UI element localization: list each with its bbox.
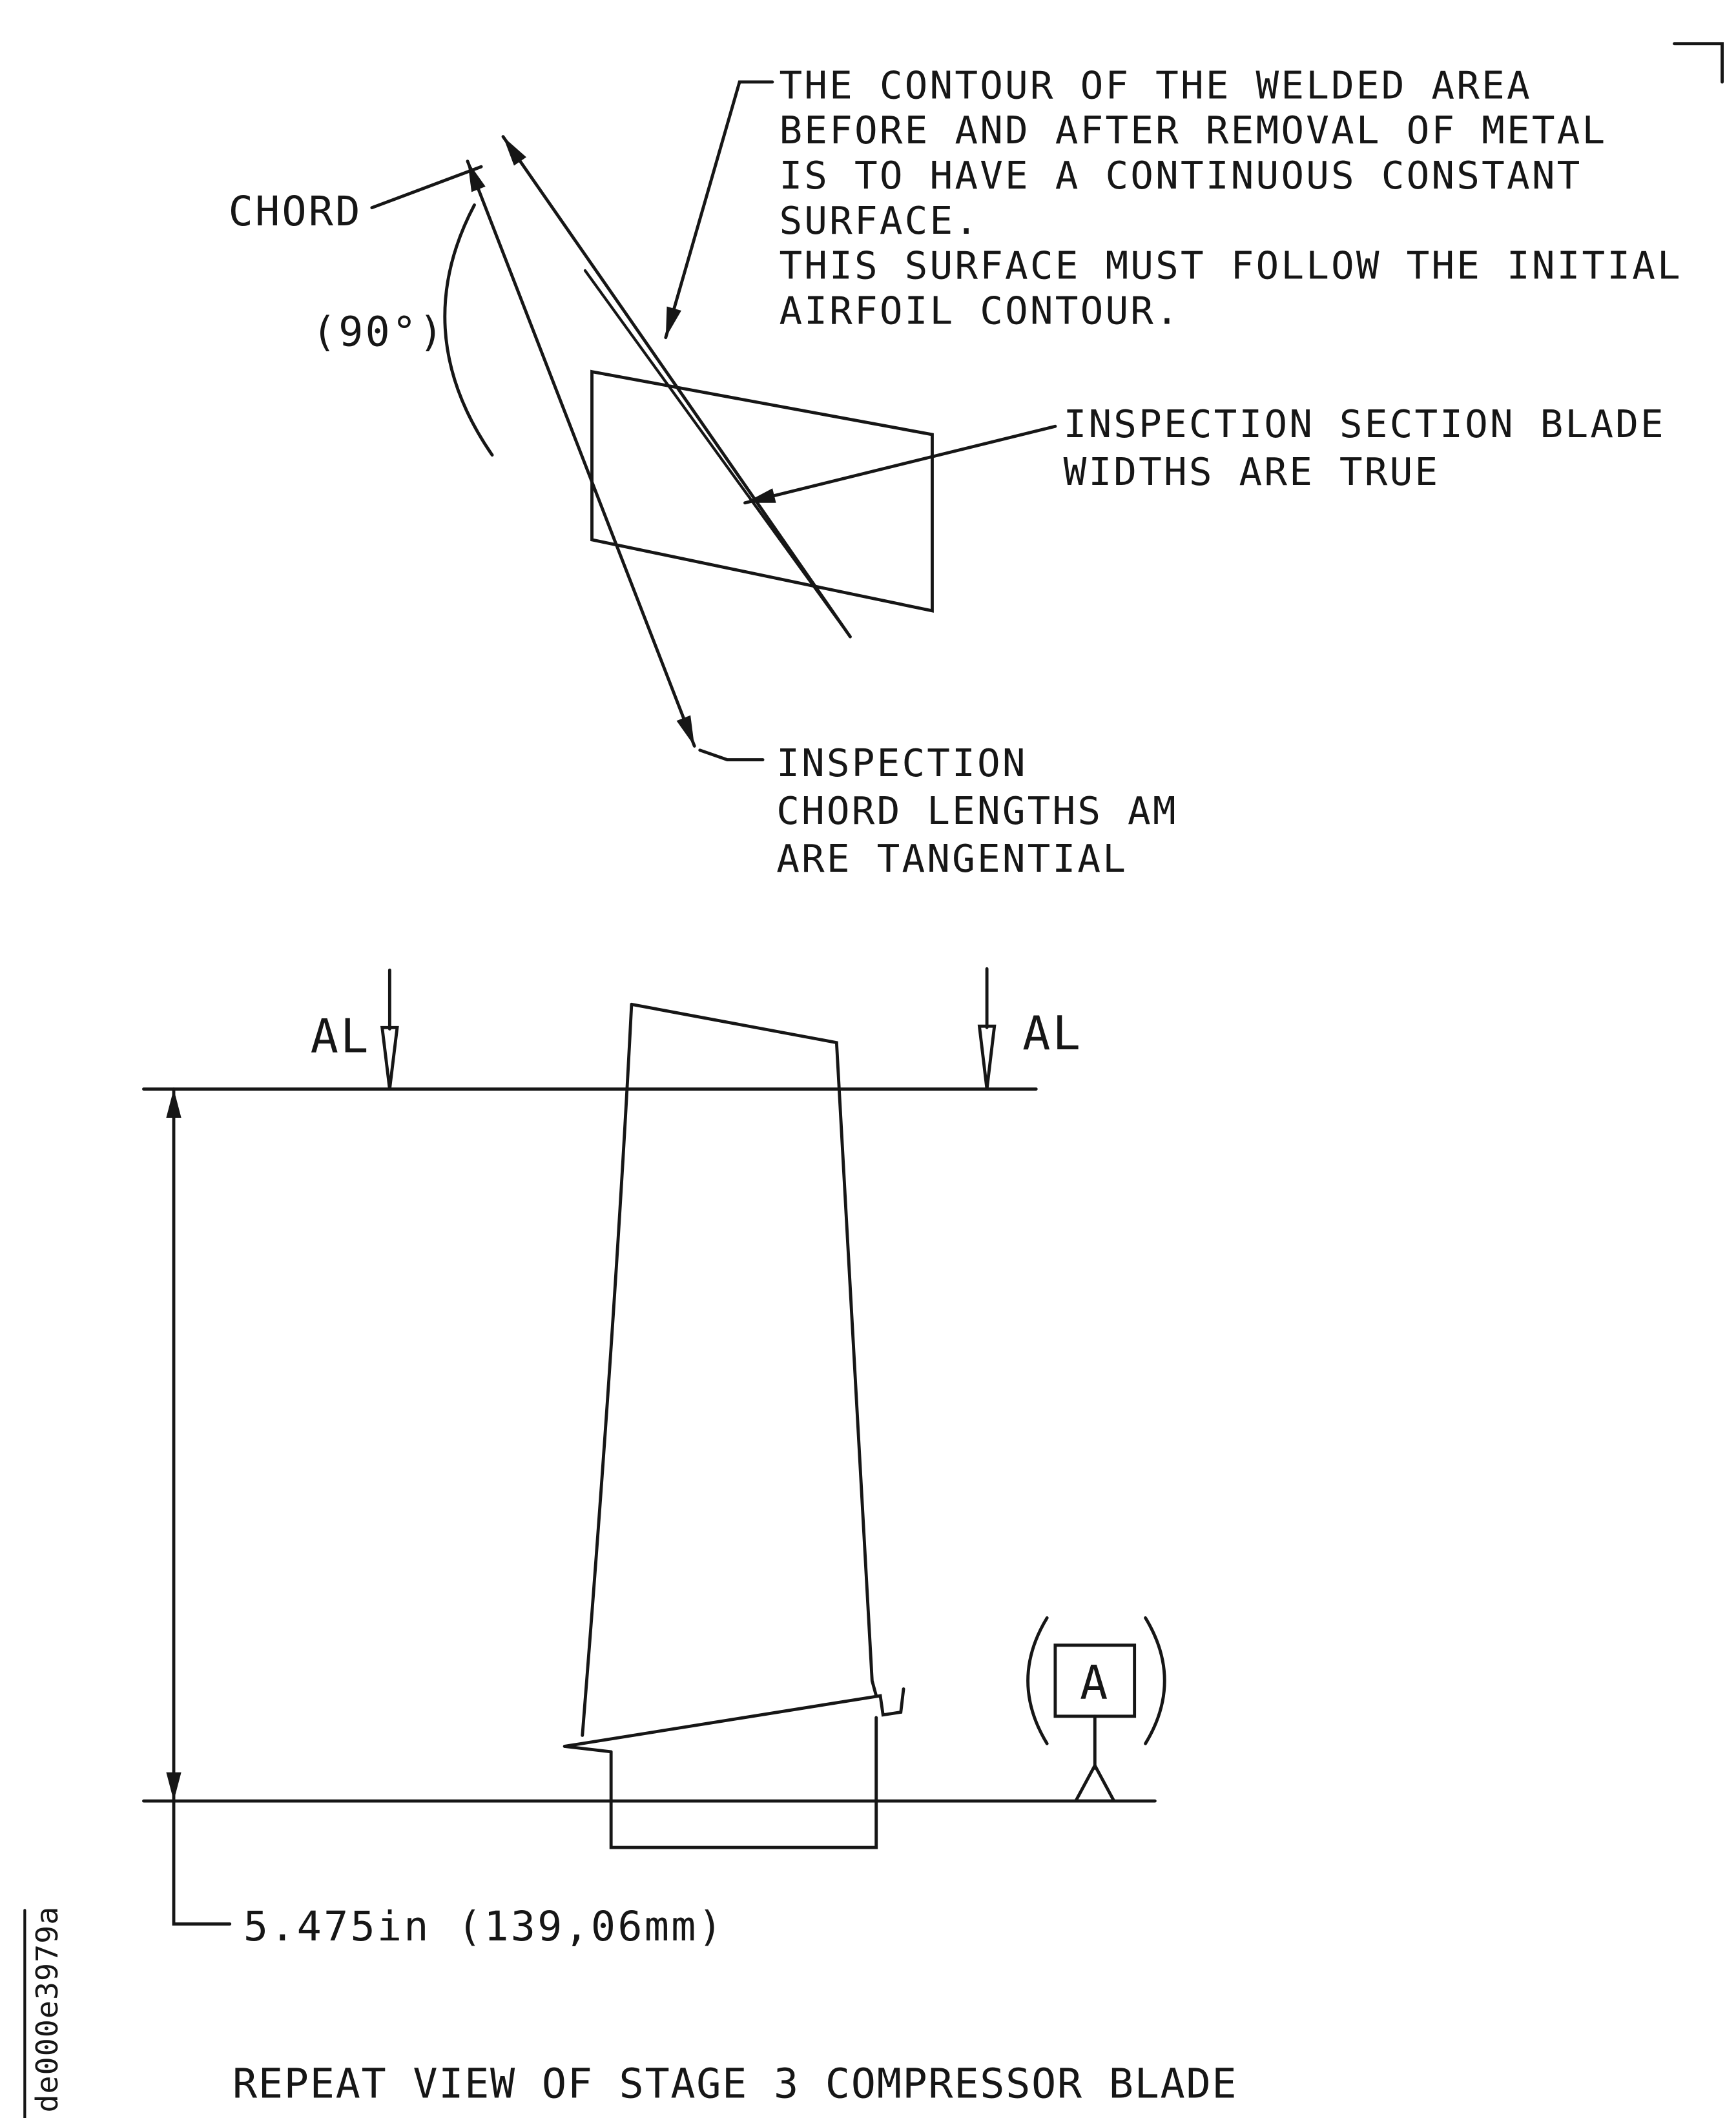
doc-code-group: de000e3979a [23,1906,65,2118]
weld-contour-note: THE CONTOUR OF THE WELDED AREA BEFORE AN… [779,63,1682,333]
chord-length-leader-line [698,748,765,762]
blade-outline [563,1002,905,1849]
chord-line [501,135,852,639]
datum-triangle [1073,1762,1117,1803]
section-width-note-line: WIDTHS ARE TRUE [1064,449,1440,494]
weld-contour-note-line: AIRFOIL CONTOUR. [779,289,1181,333]
section-marker-left-arrow [380,1025,399,1089]
angle-arc [443,203,494,457]
section-width-leader-line [743,424,1057,505]
platform-top-and-hook [563,1687,905,1748]
section-detail-view: CHORD (90°) THE CONTOUR OF THE WELDED AR… [229,63,1682,881]
sheet-corner-mark [1673,42,1724,84]
weld-contour-note-line: BEFORE AND AFTER REMOVAL OF METAL [779,108,1607,152]
dimension-bottom-arrow [676,715,695,746]
weld-contour-note-line: SURFACE. [779,198,980,243]
height-dimension: 5.475in (139,06mm) [166,1087,725,1950]
chord-length-note-line: ARE TANGENTIAL [776,836,1128,881]
weld-contour-leader-arrow [665,306,681,338]
section-width-note: INSPECTION SECTION BLADE WIDTHS ARE TRUE [1064,402,1666,494]
section-marker-right-arrow [977,1024,997,1089]
height-dimension-top-arrow [166,1089,181,1118]
airfoil-sliver-line [583,269,852,639]
datum-paren-right [1144,1616,1166,1745]
blade-top-and-right-edge [630,1002,878,1698]
chord-leader-line [370,165,483,210]
chord-length-dimension-line [466,159,696,748]
datum-paren-left [1026,1616,1049,1745]
platform-underside [563,1744,613,1754]
weld-contour-leader-line [664,80,774,340]
datum-symbol: A [1026,1616,1166,1803]
section-marker-right-label: AL [1022,1006,1082,1060]
chord-length-note-line: INSPECTION [776,741,1027,785]
root-block [609,1716,878,1849]
weld-contour-note-line: IS TO HAVE A CONTINUOUS CONSTANT [779,153,1582,198]
inspection-section-plane [590,369,934,613]
chord-length-note-line: CHORD LENGTHS AM [776,788,1178,833]
section-width-note-line: INSPECTION SECTION BLADE [1064,402,1666,446]
dimension-top-arrow [467,161,486,192]
section-width-leader-arrow [745,488,776,503]
height-dimension-bottom-arrow [166,1772,181,1802]
weld-contour-note-line: THE CONTOUR OF THE WELDED AREA [779,63,1531,107]
view-caption: REPEAT VIEW OF STAGE 3 COMPRESSOR BLADE [232,2059,1237,2107]
weld-contour-note-line: THIS SURFACE MUST FOLLOW THE INITIAL [779,243,1682,288]
chord-top-arrow [502,136,526,166]
chord-label: CHORD [229,187,362,235]
blade-left-edge [581,1002,634,1737]
angle-label: (90°) [312,307,446,355]
height-dimension-extension [172,1799,232,1926]
datum-label: A [1080,1655,1110,1709]
height-dimension-value: 5.475in (139,06mm) [243,1902,725,1950]
doc-code: de000e3979a [30,1906,65,2113]
blade-repeat-view: AL AL 5.475in (139,06mm) [142,967,1237,2107]
section-marker-left-label: AL [311,1009,371,1063]
chord-length-note: INSPECTION CHORD LENGTHS AM ARE TANGENTI… [776,741,1178,881]
